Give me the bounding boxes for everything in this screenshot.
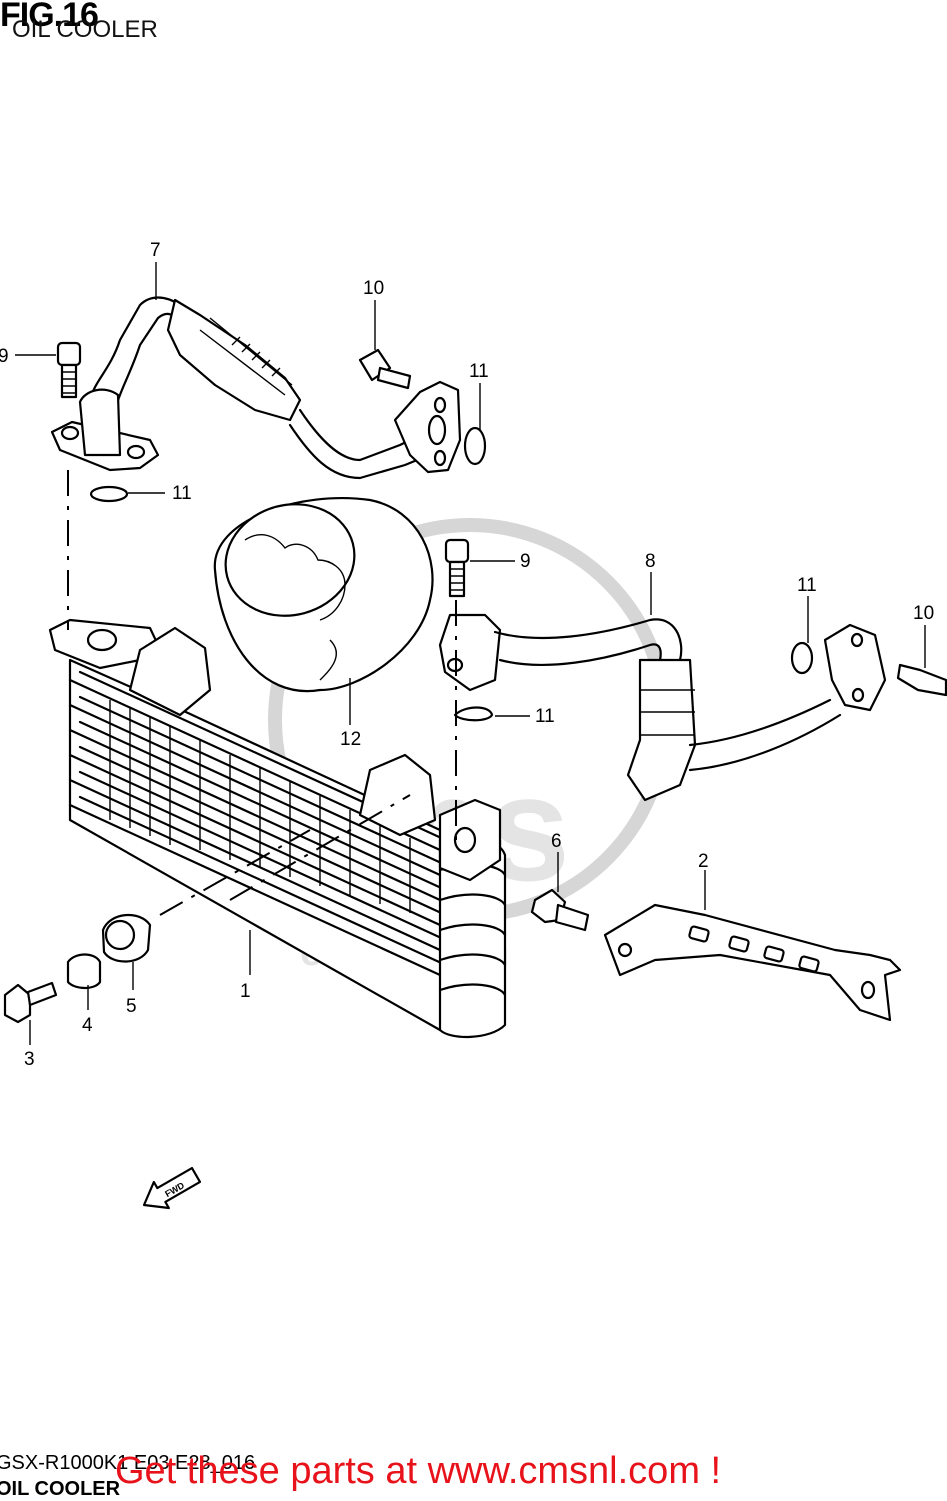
figure-title: FIG.16: [0, 0, 99, 34]
callout-7: 7: [150, 240, 161, 261]
callout-4: 4: [82, 1015, 93, 1036]
callout-6: 6: [551, 831, 562, 852]
callout-11d: 11: [535, 706, 555, 727]
o-rings: [89, 426, 814, 722]
callout-12: 12: [340, 729, 361, 750]
callout-2: 2: [698, 851, 709, 872]
leader-lines: [15, 262, 926, 1045]
callout-3: 3: [24, 1049, 35, 1070]
diagram-name: OIL COOLER: [0, 1478, 121, 1500]
diagram-code: GSX-R1000K1 E03 E28_016: [0, 1452, 256, 1474]
oil-cooler-core: [48, 618, 507, 1039]
callout-9a: 9: [0, 346, 9, 367]
bolts: [56, 341, 947, 697]
alignment-lines: [67, 470, 457, 916]
callout-10b: 10: [913, 603, 934, 624]
oil-hose-upper: [50, 296, 462, 480]
callout-numbers: 1 2 3 4 5 6 7 8 9 9 10 10 11 11 11 11 12: [0, 240, 934, 1070]
figure-subtitle: OIL COOLER: [12, 16, 158, 43]
callout-11a: 11: [469, 361, 489, 382]
forward-direction-arrow: FWD: [142, 1166, 202, 1210]
callout-8: 8: [645, 551, 656, 572]
small-hardware: [3, 888, 590, 1024]
callout-11b: 11: [172, 483, 192, 504]
callout-11c: 11: [797, 575, 817, 596]
callout-5: 5: [126, 996, 137, 1017]
promo-link-text[interactable]: Get these parts at www.cmsnl.com !: [115, 1450, 722, 1492]
callout-1: 1: [240, 981, 251, 1002]
oil-filter: [213, 496, 434, 693]
callout-10a: 10: [363, 278, 384, 299]
mounting-bracket: [603, 903, 902, 1022]
callout-9b: 9: [520, 551, 531, 572]
